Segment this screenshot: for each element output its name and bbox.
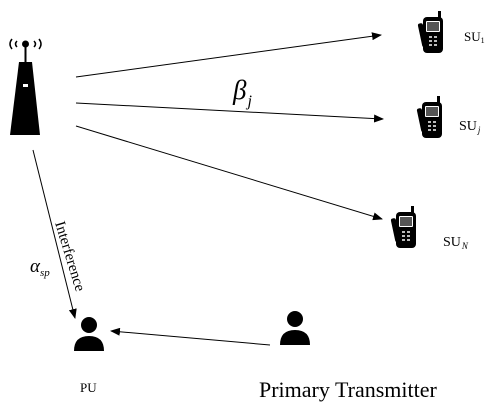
interference-label: Interference bbox=[51, 219, 88, 293]
su-1-phone-icon bbox=[417, 11, 443, 53]
su-j-phone-icon bbox=[416, 96, 442, 138]
link-to-su-j bbox=[75, 102, 384, 123]
su-n-label: SUN bbox=[443, 235, 469, 251]
su-n-phone-icon bbox=[390, 206, 416, 248]
link-to-su-n bbox=[75, 125, 383, 221]
base-station-tower-icon bbox=[9, 38, 42, 135]
link-to-su-1 bbox=[75, 32, 382, 78]
interference-gain-label: αsp bbox=[30, 256, 50, 279]
su-1-label: SU1 bbox=[464, 29, 485, 45]
pu-label: PU bbox=[80, 380, 97, 395]
su-j-label: SUj bbox=[459, 119, 481, 135]
interference-link bbox=[32, 149, 77, 319]
primary-transmitter-person-icon bbox=[280, 311, 310, 345]
channel-gain-label: βj bbox=[232, 75, 252, 110]
primary-transmitter-label: Primary Transmitter bbox=[259, 377, 438, 402]
primary-link bbox=[110, 327, 271, 346]
pu-person-icon bbox=[74, 317, 104, 351]
